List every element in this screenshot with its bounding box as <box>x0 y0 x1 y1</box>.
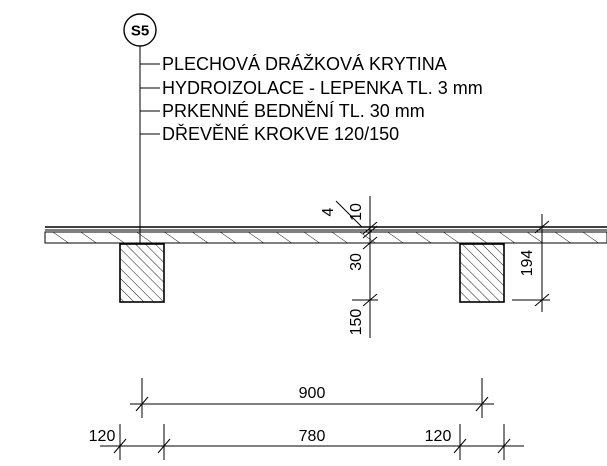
dim-label: 150 <box>348 309 365 336</box>
section-tag: S5 <box>123 13 157 47</box>
dimension-tick <box>534 220 550 234</box>
dimension-tick <box>135 396 149 412</box>
dimension-tick <box>497 438 511 454</box>
dimension-tick <box>157 438 171 454</box>
rafter-left <box>119 243 165 303</box>
horizontal-dimension-parts: 120 780 120 <box>89 424 524 460</box>
layer-callouts: PLECHOVÁ DRÁŽKOVÁ KRYTINA HYDROIZOLACE -… <box>140 54 483 144</box>
dim-label: 780 <box>299 428 326 445</box>
rafter-right <box>459 243 505 303</box>
dimension-tick <box>453 438 467 454</box>
roof-assembly <box>44 226 607 303</box>
dimension-tick <box>362 221 378 235</box>
dim-label: 120 <box>425 428 452 445</box>
vertical-dimension-right: 194 <box>512 214 550 312</box>
board-sheathing <box>44 231 607 244</box>
layer-label: DŘEVĚNÉ KROKVE 120/150 <box>162 124 399 144</box>
dimension-tick <box>362 225 378 239</box>
horizontal-dimension-total: 900 <box>130 378 494 418</box>
dimension-tick <box>362 236 378 250</box>
dim-label: 30 <box>348 253 365 271</box>
layer-label: HYDROIZOLACE - LEPENKA TL. 3 mm <box>162 78 483 98</box>
layer-label: PLECHOVÁ DRÁŽKOVÁ KRYTINA <box>162 54 447 74</box>
vertical-dimension-center: 4 10 30 150 <box>320 196 378 338</box>
dim-label: 10 <box>348 203 365 221</box>
dimension-tick <box>113 438 127 454</box>
dim-label: 4 <box>320 207 337 216</box>
dim-label: 194 <box>519 250 536 277</box>
layer-label: PRKENNÉ BEDNĚNÍ TL. 30 mm <box>162 101 425 121</box>
dim-label: 900 <box>299 385 326 402</box>
leader-diagonal <box>335 200 363 228</box>
dim-label: 120 <box>89 428 116 445</box>
section-tag-label: S5 <box>131 23 149 40</box>
dimension-tick <box>475 396 489 412</box>
